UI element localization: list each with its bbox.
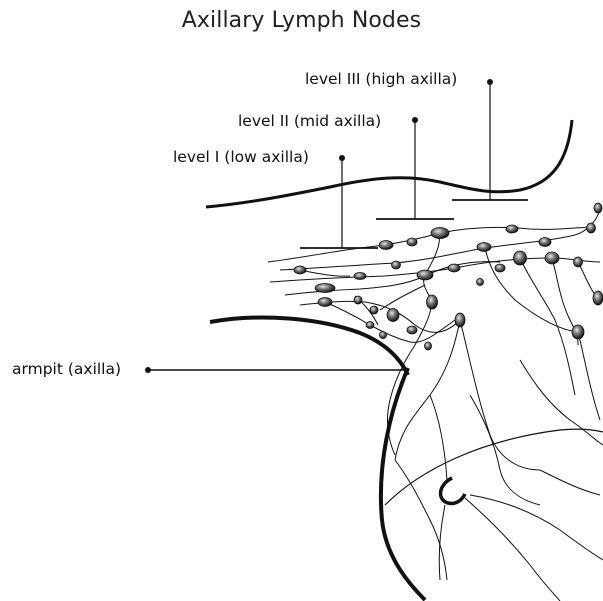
lymph-node <box>318 298 332 307</box>
lymph-node <box>407 238 417 246</box>
lymph-node <box>495 264 505 272</box>
lymph-node <box>370 306 378 314</box>
lymph-node <box>506 225 518 233</box>
lymph-node <box>380 332 387 339</box>
lymph-node <box>407 326 417 334</box>
label-level-2: level II (mid axilla) <box>238 112 381 130</box>
lymph-node <box>392 261 401 269</box>
lymph-node <box>431 228 449 239</box>
lymph-node <box>366 322 374 329</box>
lymph-node <box>587 223 596 233</box>
chest-wall-contour <box>210 318 408 375</box>
label-armpit: armpit (axilla) <box>12 360 121 378</box>
lymph-node <box>387 309 399 322</box>
nipple-arc <box>441 478 465 503</box>
lymph-node <box>594 203 602 213</box>
lymph-node <box>574 257 583 267</box>
lymph-node <box>545 252 559 264</box>
lymph-vessels <box>268 210 603 601</box>
lymph-node <box>379 241 393 250</box>
lymph-node <box>354 273 366 280</box>
lymph-node <box>448 264 460 272</box>
label-level-1: level I (low axilla) <box>173 148 309 166</box>
lymph-node <box>477 279 484 286</box>
lymph-node <box>354 296 362 304</box>
lymph-node <box>514 251 527 265</box>
lymph-node <box>539 238 551 247</box>
lymph-node <box>315 284 335 293</box>
lymph-node <box>572 325 584 339</box>
label-level-3: level III (high axilla) <box>305 70 457 88</box>
lymph-node <box>455 313 465 327</box>
lymph-node <box>425 342 432 350</box>
lymph-node <box>417 270 433 280</box>
lymph-node <box>294 266 306 274</box>
lymph-node <box>477 243 491 252</box>
lymph-node <box>427 295 438 309</box>
breast-lower-contour <box>385 429 603 505</box>
breast-outline <box>381 368 425 600</box>
lymph-node <box>593 291 603 305</box>
